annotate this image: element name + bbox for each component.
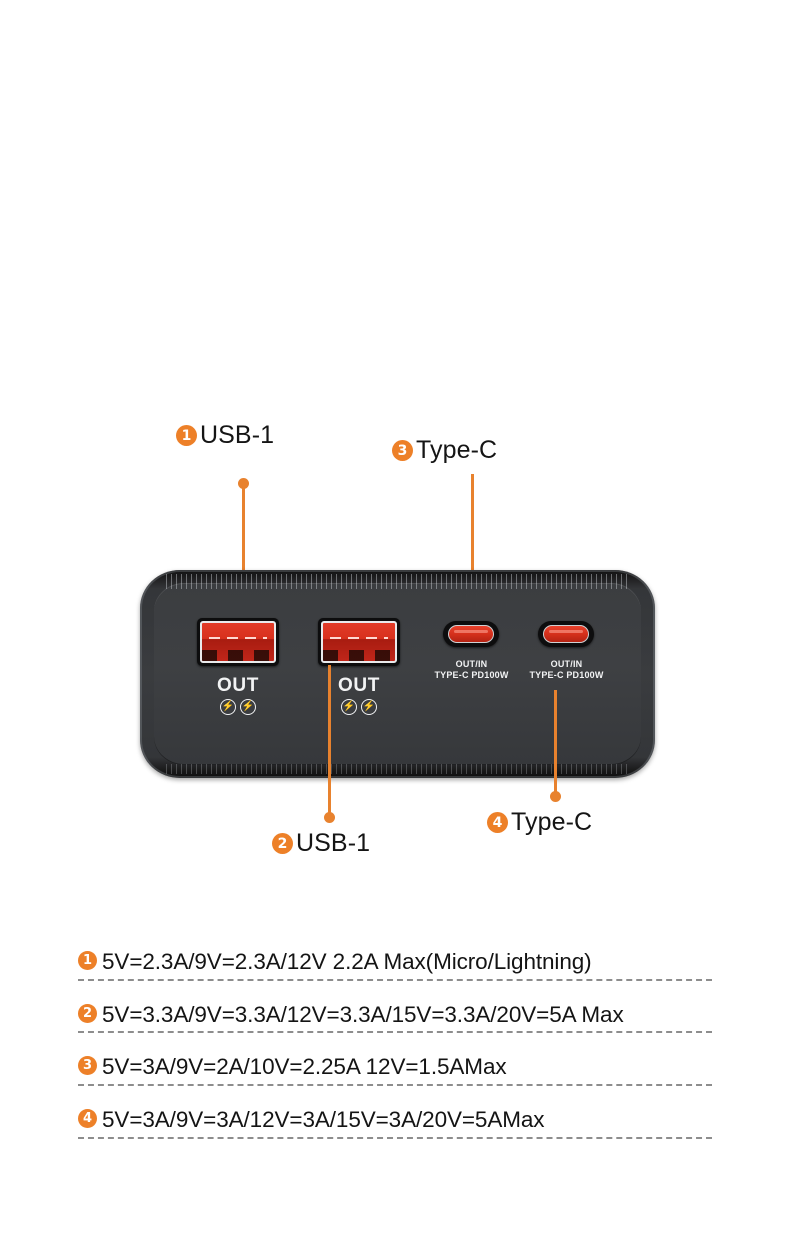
- specification-list: 1 5V=2.3A/9V=2.3A/12V 2.2A Max(Micro/Lig…: [78, 950, 712, 1161]
- spec-text-4: 5V=3A/9V=3A/12V=3A/15V=3A/20V=5AMax: [102, 1106, 545, 1132]
- spec-text-1: 5V=2.3A/9V=2.3A/12V 2.2A Max(Micro/Light…: [102, 949, 592, 974]
- callout-2-usb: 2 USB-1: [272, 829, 370, 858]
- lightning-bolt-icon: ⚡: [240, 699, 256, 715]
- type-c-port-4-direction: OUT/IN: [550, 659, 583, 669]
- callout-badge-1: 1: [176, 425, 197, 446]
- usb-a-contacts-icon: [330, 637, 388, 639]
- power-bank-body: OUT ⚡ ⚡ OUT ⚡ ⚡ OUT/IN TYPE-C P: [140, 570, 655, 778]
- spec-row-3: 3 5V=3A/9V=2A/10V=2.25A 12V=1.5AMax: [78, 1055, 712, 1086]
- spec-text-3: 5V=3A/9V=2A/10V=2.25A 12V=1.5AMax: [102, 1054, 507, 1080]
- usb-a-port-1-label: OUT ⚡ ⚡: [190, 676, 286, 715]
- callout-1-usb: 1 USB-1: [176, 421, 274, 450]
- leader-line-3: [471, 474, 474, 639]
- lightning-bolt-icon: ⚡: [220, 699, 236, 715]
- spec-row-1: 1 5V=2.3A/9V=2.3A/12V 2.2A Max(Micro/Lig…: [78, 950, 712, 981]
- type-c-port-4-cavity: [543, 625, 589, 643]
- usb-a-tab-icon: [202, 650, 274, 661]
- leader-line-2: [328, 665, 331, 815]
- type-c-port-4[interactable]: [538, 621, 594, 647]
- usb-a-port-2-bolts: ⚡ ⚡: [311, 699, 407, 715]
- usb-a-port-2-direction: OUT: [338, 675, 380, 696]
- callout-badge-4: 4: [487, 812, 508, 833]
- callout-label-2: USB-1: [296, 829, 371, 857]
- callout-label-1: USB-1: [200, 421, 275, 449]
- leader-dot-2: [324, 812, 335, 823]
- usb-a-port-2[interactable]: [318, 618, 400, 666]
- usb-a-port-1-bolts: ⚡ ⚡: [190, 699, 286, 715]
- callout-3-typec: 3 Type-C: [392, 436, 497, 465]
- spec-badge-3: 3: [78, 1056, 97, 1076]
- callout-4-typec: 4 Type-C: [487, 808, 592, 837]
- usb-a-port-1-cavity: [200, 621, 276, 663]
- type-c-port-3-direction: OUT/IN: [455, 659, 488, 669]
- device-top-ribbing: [166, 574, 629, 589]
- callout-label-3: Type-C: [416, 436, 498, 464]
- usb-a-contacts-icon: [209, 637, 267, 639]
- spec-badge-1: 1: [78, 951, 97, 970]
- usb-a-port-2-cavity: [321, 621, 397, 663]
- usb-a-port-1[interactable]: [197, 618, 279, 666]
- type-c-port-3-cavity: [448, 625, 494, 643]
- device-bottom-ribbing: [166, 764, 629, 774]
- leader-line-4: [554, 690, 557, 795]
- type-c-port-4-label: OUT/IN TYPE-C PD100W: [518, 659, 615, 682]
- usb-a-port-1-direction: OUT: [217, 675, 259, 696]
- spec-row-4: 4 5V=3A/9V=3A/12V=3A/15V=3A/20V=5AMax: [78, 1108, 712, 1139]
- spec-badge-4: 4: [78, 1108, 97, 1128]
- callout-badge-2: 2: [272, 833, 293, 854]
- usb-a-port-2-label: OUT ⚡ ⚡: [311, 676, 407, 715]
- leader-line-1: [242, 485, 245, 648]
- lightning-bolt-icon: ⚡: [361, 699, 377, 715]
- spec-row-2: 2 5V=3.3A/9V=3.3A/12V=3.3A/15V=3.3A/20V=…: [78, 1001, 712, 1034]
- type-c-port-3-label: OUT/IN TYPE-C PD100W: [423, 659, 520, 682]
- leader-dot-1: [238, 478, 249, 489]
- usb-a-tab-icon: [323, 650, 395, 661]
- type-c-port-4-spec: TYPE-C PD100W: [529, 670, 604, 681]
- lightning-bolt-icon: ⚡: [341, 699, 357, 715]
- callout-label-4: Type-C: [511, 808, 593, 836]
- callout-badge-3: 3: [392, 440, 413, 461]
- device-front-face: [154, 583, 641, 765]
- spec-text-2: 5V=3.3A/9V=3.3A/12V=3.3A/15V=3.3A/20V=5A…: [102, 1001, 624, 1027]
- type-c-port-3[interactable]: [443, 621, 499, 647]
- spec-badge-2: 2: [78, 1003, 97, 1023]
- type-c-port-3-spec: TYPE-C PD100W: [434, 670, 509, 681]
- leader-dot-4: [550, 791, 561, 802]
